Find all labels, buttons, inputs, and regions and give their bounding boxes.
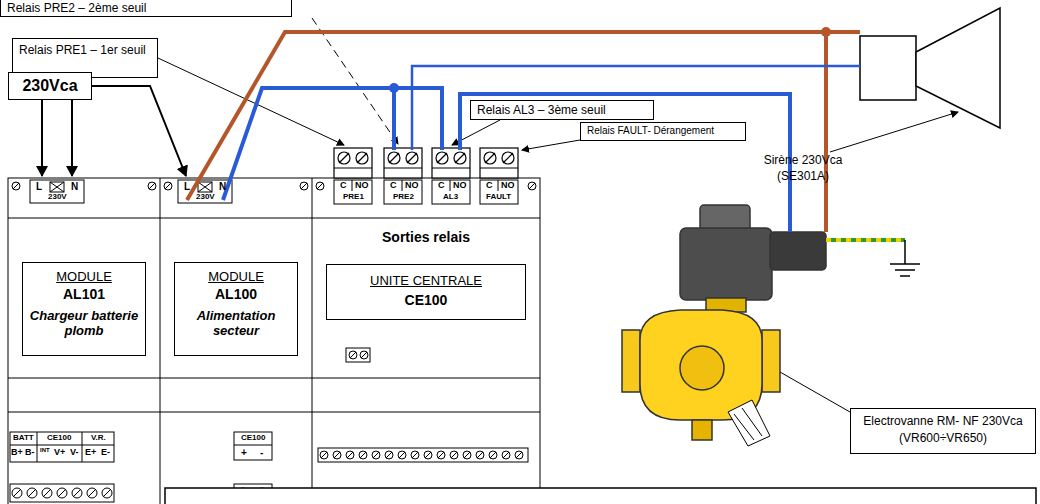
supply-box: 230Vca: [8, 72, 92, 100]
terminal-label: V+: [54, 448, 65, 458]
box-text: AL100: [179, 286, 293, 302]
box-text: Chargeur batterie plomb: [27, 308, 141, 338]
box-text: UNITE CENTRALE: [331, 273, 521, 288]
terminal-label: E-: [101, 448, 110, 458]
siren-wire: [412, 66, 860, 150]
box-text: CE100: [331, 292, 521, 308]
terminal-label: AL3: [443, 193, 458, 202]
callout-box: Electrovanne RM- NF 230Vca (VR600÷VR650): [850, 408, 1036, 454]
terminal-label: NO: [501, 181, 515, 191]
phase-wire: [187, 27, 860, 232]
terminal-label: C: [438, 181, 445, 191]
terminal-label: NO: [405, 181, 419, 191]
module-box: MODULE AL101Chargeur batterie plomb: [22, 262, 146, 356]
terminal-label: CE100: [47, 434, 71, 443]
terminal-label: NO: [453, 181, 467, 191]
terminal-label: PRE1: [343, 193, 364, 202]
cpu-box: UNITE CENTRALE CE100: [326, 264, 526, 320]
terminal-label: C: [340, 181, 347, 191]
terminal-label: INT: [40, 447, 50, 454]
box-text: MODULE: [27, 269, 141, 284]
box-text: Relais PRE2 – 2ème seuil: [7, 1, 285, 15]
part-label: Sirène 230Vca (SE301A): [760, 152, 846, 184]
terminal-label: C: [390, 181, 397, 191]
terminal-label: N: [219, 181, 226, 192]
neutral-wire: [223, 83, 790, 232]
box-text: Alimentation secteur: [179, 308, 293, 338]
terminal-label: NO: [355, 181, 369, 191]
box-text: Relais AL3 – 3ème seuil: [477, 103, 647, 117]
terminal-label: 230V: [48, 193, 67, 202]
callout-box: Relais PRE2 – 2ème seuil: [0, 0, 292, 17]
terminal-label: BATT: [13, 434, 34, 443]
terminal-label: B+: [11, 448, 23, 458]
note-box: [165, 488, 1036, 504]
terminal-label: C: [486, 181, 493, 191]
earth-wire: [826, 240, 920, 276]
box-text: Electrovanne RM- NF 230Vca (VR600÷VR650): [857, 413, 1029, 447]
terminal-label: N: [71, 181, 78, 192]
relay-label-frame: [334, 180, 518, 204]
terminal-label: L: [36, 181, 42, 192]
section-title: Sorties relais: [382, 230, 470, 245]
terminal-label: 230V: [196, 193, 215, 202]
terminal-label: L: [184, 181, 190, 192]
siren-symbol: [860, 8, 1000, 128]
bottom-terminal: [10, 348, 528, 502]
terminal-label: V-: [70, 448, 79, 458]
box-text: Relais PRE1 – 1er seuil: [19, 42, 151, 58]
box-text: MODULE: [179, 269, 293, 284]
leader-line: [42, 18, 958, 412]
terminal-label: -: [260, 447, 263, 458]
terminal-label: +: [241, 447, 247, 458]
box-text: 230Vca: [13, 77, 87, 95]
terminal-label: E+: [85, 448, 96, 458]
module-housing: [8, 178, 540, 504]
box-text: AL101: [27, 286, 141, 302]
terminal-label: FAULT: [486, 193, 511, 202]
callout-box: Relais AL3 – 3ème seuil: [470, 100, 654, 120]
relay-terminal: [334, 148, 518, 178]
terminal-label: V.R.: [91, 434, 106, 443]
solenoid-valve: [622, 205, 826, 446]
terminal-label: B-: [25, 448, 35, 458]
power-terminal: [30, 180, 232, 203]
box-text: Relais FAULT- Dérangement: [587, 125, 739, 136]
terminal-label: PRE2: [393, 193, 414, 202]
callout-box: Relais FAULT- Dérangement: [580, 122, 746, 141]
terminal-label: CE100: [241, 434, 265, 443]
module-box: MODULE AL100Alimentation secteur: [174, 262, 298, 356]
